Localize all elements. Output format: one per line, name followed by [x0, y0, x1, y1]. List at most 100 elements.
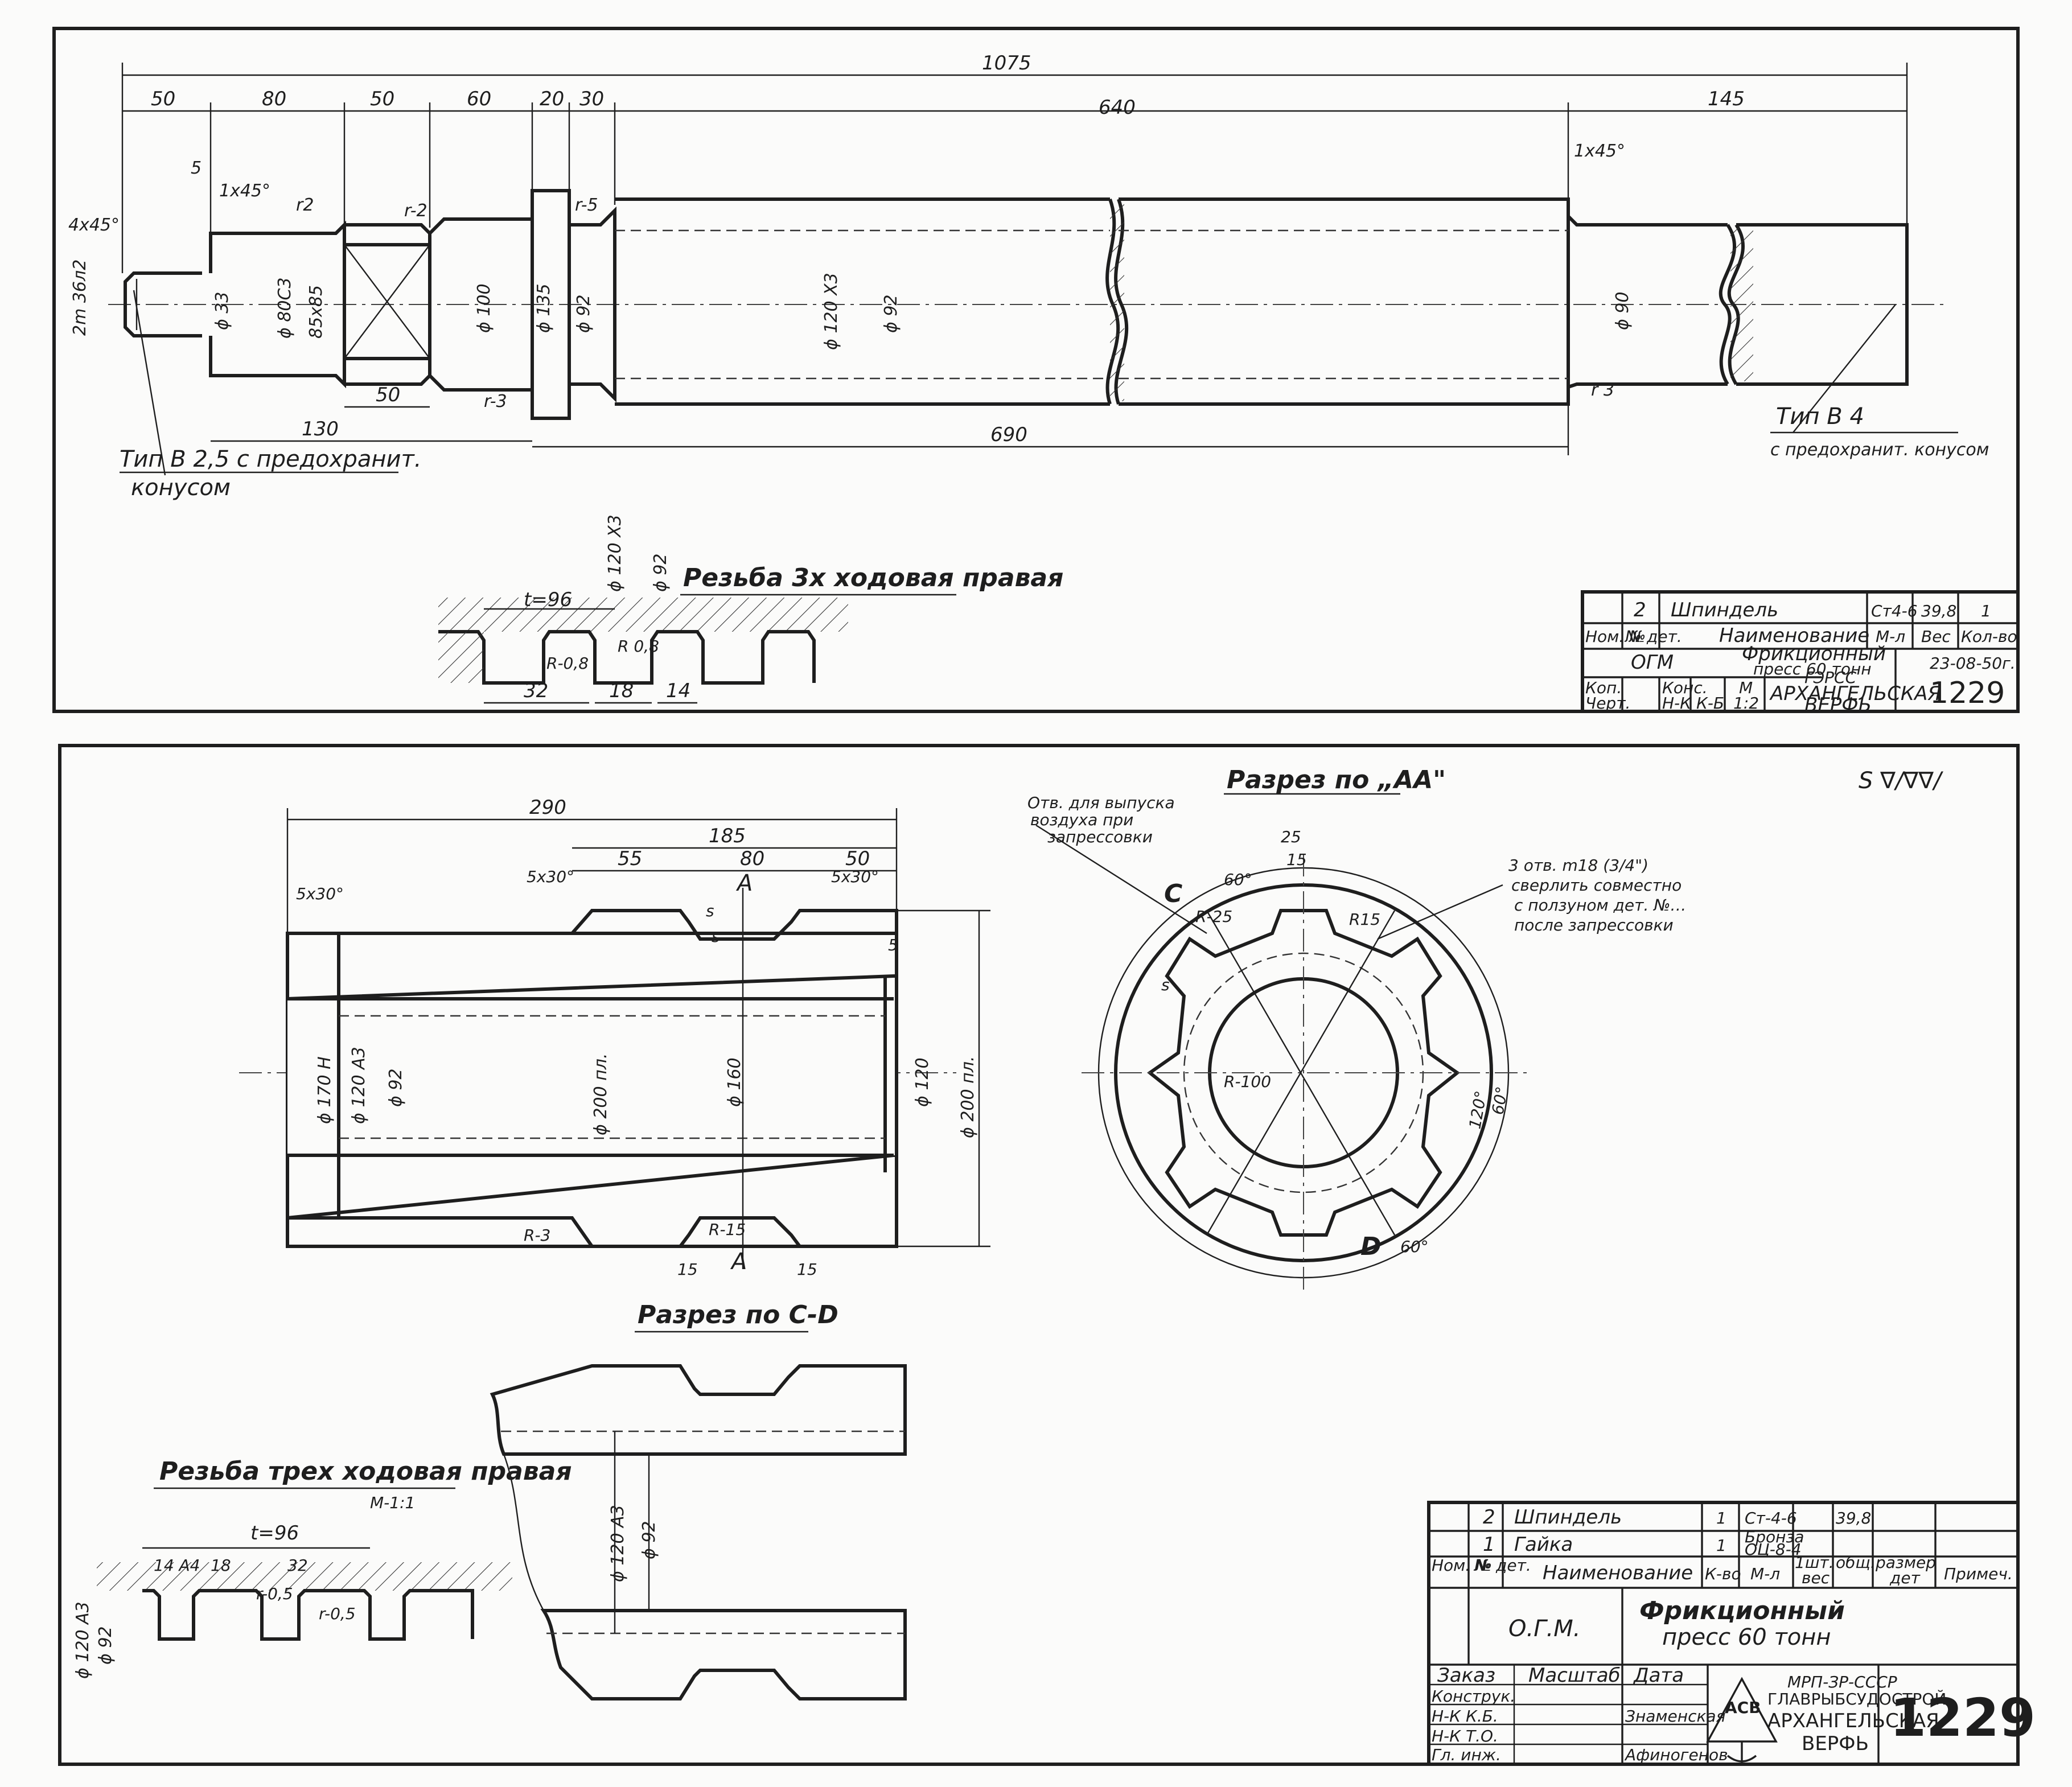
chamfer-4x45: 4x45° — [68, 215, 120, 235]
tb1-h-qty: Кол-во — [1961, 627, 2017, 646]
nut-chamfer-b: 5x30° — [527, 867, 574, 886]
dim-20: 20 — [540, 88, 564, 110]
nut-dim-5: 5 — [888, 936, 898, 954]
dim-640: 640 — [1099, 96, 1136, 119]
section-cd: Разрез по C-D ϕ 120 А3 ϕ 92 — [490, 1300, 907, 1700]
note-right-line2: с предохранит. конусом — [1770, 440, 1989, 460]
tb1-h-wt: Вес — [1921, 627, 1951, 646]
dim-80: 80 — [262, 88, 286, 110]
aa-r100: R-100 — [1224, 1072, 1271, 1091]
thread2-r05b: r-0,5 — [319, 1604, 356, 1623]
tb2-org-1: МРП-ЗР-СССР — [1787, 1673, 1897, 1691]
tb1-r-kop: Коп. — [1585, 678, 1622, 697]
holes-note-3: с ползуном дет. №… — [1514, 896, 1686, 915]
dia-92-core: ϕ 92 — [881, 295, 901, 333]
thread-2m36l2: 2m 36л2 — [70, 260, 90, 336]
section-mark-d: D — [1360, 1232, 1382, 1261]
aa-angle-60-bottom: 60° — [1400, 1237, 1429, 1256]
nut-dim-80: 80 — [740, 847, 764, 870]
dim-1075: 1075 — [982, 52, 1031, 75]
note-left-line1: Тип В 2,5 с предохранит. — [120, 446, 422, 472]
tb2-r-nkkb: Н-К К.Б. — [1432, 1707, 1498, 1726]
radius-r3: r-3 — [484, 392, 507, 411]
nut-dim-55: 55 — [618, 847, 642, 870]
aa-s: s — [1161, 975, 1170, 994]
section-cd-title: Разрез по C-D — [638, 1300, 838, 1329]
dim-50b: 50 — [370, 88, 394, 110]
note-left-line2: конусом — [131, 475, 231, 501]
tb1-dept: ОГМ — [1631, 651, 1674, 674]
nut-dimensions: 290 185 55 80 50 5x30° 5x30° 5x30° 5 A A… — [286, 796, 990, 1279]
tb1-product-2: пресс 60 тонн — [1753, 660, 1872, 678]
thread2-32: 32 — [287, 1556, 308, 1575]
holes-note-4: после запрессовки — [1514, 916, 1674, 934]
nut-chamfer-c: 5x30° — [831, 867, 879, 886]
tb2-h-note: Примеч. — [1944, 1564, 2013, 1583]
section-mark-c: C — [1164, 879, 1182, 908]
tb2-r-nkto: Н-К Т.О. — [1432, 1727, 1498, 1745]
vent-note-1: Отв. для выпуска — [1027, 793, 1175, 812]
center-hole-notes: Тип В 2,5 с предохранит. конусом Тип В 4… — [120, 290, 1989, 501]
tb2-number: 1229 — [1890, 1687, 2036, 1748]
tb1-r-cher: Черт. — [1585, 694, 1630, 713]
tb2-row1-pos: 2 — [1483, 1506, 1495, 1529]
vent-note-2: воздуха при — [1030, 810, 1133, 829]
radius-r2: r2 — [296, 195, 314, 215]
nut-dia-120a: ϕ 120 А3 — [349, 1047, 369, 1124]
thread2-pitch: t=96 — [250, 1522, 299, 1545]
holes-note-2: сверлить совместно — [1511, 876, 1682, 895]
dim-30: 30 — [579, 88, 604, 110]
sheet-2-nut: S ∇/∇∇/ 290 185 55 80 — [58, 744, 2036, 1766]
thread-dia92: ϕ 92 — [651, 554, 671, 592]
tb1-org-2: АРХАНГЕЛЬСКАЯ — [1769, 682, 1941, 705]
thread2-title: Резьба трех ходовая правая — [159, 1457, 572, 1486]
tb2-order: Заказ — [1437, 1664, 1495, 1687]
dia-80: ϕ 80С3 — [275, 277, 295, 339]
nut-s-2: s — [712, 927, 720, 946]
tb2-r-konstr: Конструк. — [1432, 1687, 1515, 1706]
tb1-name: Шпиндель — [1671, 599, 1778, 621]
chamfer-1x45-right: 1x45° — [1574, 141, 1625, 161]
section-aa-title: Разрез по „АА" — [1227, 765, 1446, 794]
tb2-h-nom: Ном. № — [1432, 1556, 1492, 1575]
tb1-scale: 1:2 — [1733, 694, 1759, 713]
tb2-h-det: № дет. — [1473, 1556, 1531, 1575]
spindle-profile — [108, 189, 1947, 420]
logo-text: АСВ — [1725, 1698, 1761, 1717]
dim-60: 60 — [467, 88, 491, 110]
dim-130: 130 — [302, 418, 339, 440]
sheet-1-spindle: 1075 50 80 50 60 20 30 640 145 5 1x45° 4… — [52, 27, 2020, 717]
tb2-org-4: ВЕРФЬ — [1802, 1732, 1869, 1755]
dim-50c: 50 — [376, 384, 400, 406]
section-mark-a-bottom: A — [730, 1249, 747, 1275]
tb1-h-det: № дет. — [1624, 627, 1682, 646]
tb2-sign-1: Знаменская — [1625, 1707, 1725, 1726]
spindle-dimensions: 1075 50 80 50 60 20 30 640 145 5 1x45° 4… — [68, 52, 1908, 273]
thread2-r05a: r-0,5 — [256, 1584, 293, 1603]
title-block-1: 2 Шпиндель Ст4-6 39,8 1 Ном. № № дет. На… — [1581, 590, 2020, 717]
tb2-date: Дата — [1633, 1664, 1684, 1687]
tb2-row2-pos: 1 — [1483, 1533, 1495, 1556]
thread-r08a: R-0,8 — [546, 654, 589, 673]
tb2-h-wt-2: вес — [1802, 1568, 1830, 1587]
vent-note-3: запрессовки — [1047, 827, 1153, 846]
shipyard-logo-icon: АСВ — [1706, 1677, 1778, 1764]
radius-r2b: r-2 — [404, 201, 427, 221]
radius-r5: r-5 — [575, 195, 598, 215]
spindle-diameters: 2m 36л2 ϕ 33 ϕ 80С3 85x85 ϕ 100 ϕ 135 ϕ … — [70, 195, 1633, 411]
tb1-pos: 2 — [1634, 599, 1646, 621]
tb2-org-2: ГЛАВРЫБСУДОСТРОЙ — [1767, 1689, 1946, 1708]
thread-pitch: t=96 — [524, 588, 572, 611]
tb1-h-mat: М-л — [1876, 627, 1905, 646]
tb1-r-kons: Конс. — [1662, 678, 1708, 697]
nut-dia-120b: ϕ 120 — [912, 1057, 932, 1107]
tb1-org-1: ГЭРСС — [1804, 668, 1857, 687]
tb2-h-name: Наименование — [1543, 1562, 1693, 1584]
tb2-sign-2: Афиногенов — [1624, 1745, 1728, 1764]
dia-90: ϕ 90 — [1613, 292, 1633, 331]
note-right-line1: Тип В 4 — [1776, 403, 1864, 430]
dim-50a: 50 — [151, 88, 175, 110]
nut-r3: R-3 — [524, 1226, 550, 1245]
dia-33: ϕ 33 — [212, 292, 232, 331]
thread-title: Резьба 3х ходовая правая — [683, 563, 1063, 592]
